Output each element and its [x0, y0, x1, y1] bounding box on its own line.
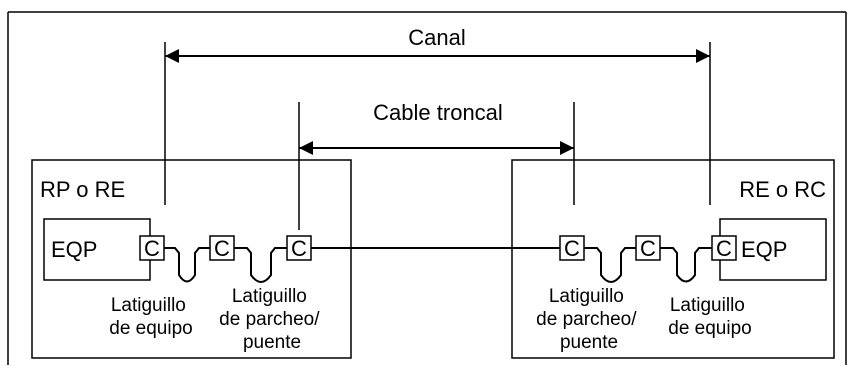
right-connector-3	[711, 235, 737, 261]
right-enclosure-box	[511, 159, 835, 359]
left-connector-3-label: C	[291, 236, 307, 261]
left-enclosure-box	[31, 159, 352, 359]
right-patch-cord-caption: Latiguillo de parcheo/ puente	[536, 286, 642, 353]
left-patch-cord	[234, 247, 287, 283]
right-connector-1-label: C	[564, 236, 580, 261]
left-equipment-cord-caption: Latiguillo de equipo	[109, 295, 192, 339]
left-connector-1-label: C	[144, 236, 160, 261]
left-enclosure-label: RP o RE	[40, 177, 125, 202]
trunk-label: Cable troncal	[373, 100, 503, 125]
left-equipment-label: EQP	[51, 237, 97, 262]
right-patch-cord	[584, 247, 636, 283]
left-connector-3	[286, 235, 312, 261]
channel-label: Canal	[408, 25, 465, 50]
right-enclosure-label: RE o RC	[739, 177, 826, 202]
right-equipment-label: EQP	[741, 237, 787, 262]
right-connector-2-label: C	[640, 236, 656, 261]
outer-frame	[7, 11, 847, 365]
left-equipment-cord	[164, 247, 210, 283]
left-patch-cord-caption: Latiguillo de parcheo/ puente	[219, 286, 325, 353]
right-equipment-cord	[660, 247, 712, 283]
left-connector-1	[139, 235, 165, 261]
right-connector-1	[559, 235, 585, 261]
right-connector-3-label: C	[716, 236, 732, 261]
right-connector-2	[635, 235, 661, 261]
left-connector-2-label: C	[214, 236, 230, 261]
right-equipment-cord-caption: Latiguillo de equipo	[668, 295, 751, 339]
